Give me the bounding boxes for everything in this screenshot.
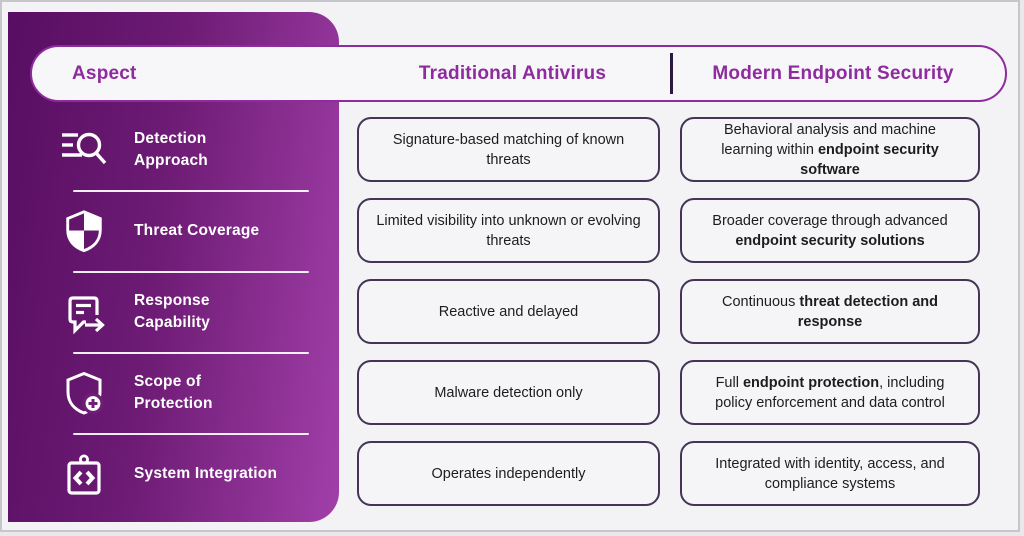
cell-modern-coverage: Broader coverage through advanced endpoi…: [680, 198, 980, 263]
sidebar-divider: [73, 271, 309, 273]
sidebar-item-response-capability: Response Capability: [60, 271, 315, 352]
cell-modern-response: Continuous threat detection and response: [680, 279, 980, 344]
cell-traditional-response: Reactive and delayed: [357, 279, 660, 344]
code-tag-icon: [60, 450, 108, 498]
cell-traditional-integration: Operates independently: [357, 441, 660, 506]
cell-modern-integration: Integrated with identity, access, and co…: [680, 441, 980, 506]
header-traditional-antivirus: Traditional Antivirus: [418, 62, 607, 84]
cell-traditional-detection: Signature-based matching of known threat…: [357, 117, 660, 182]
sidebar-divider: [73, 352, 309, 354]
sidebar-divider: [73, 190, 309, 192]
sidebar-item-system-integration: System Integration: [60, 433, 315, 514]
sidebar-item-label: System Integration: [134, 464, 278, 482]
header-pill: Aspect Traditional Antivirus Modern Endp…: [30, 45, 1007, 102]
sidebar-item-label: Threat Coverage: [134, 221, 260, 239]
sidebar-item-scope-of-protection: Scope of Protection: [60, 352, 315, 433]
shield-plus-icon: [60, 369, 108, 417]
cell-modern-detection: Behavioral analysis and machine learning…: [680, 117, 980, 182]
search-list-icon: [60, 126, 108, 174]
cell-traditional-coverage: Limited visibility into unknown or evolv…: [357, 198, 660, 263]
sidebar-item-threat-coverage: Threat Coverage: [60, 190, 315, 271]
checker-shield-icon: [60, 207, 108, 255]
header-aspect: Aspect: [72, 62, 137, 84]
header-divider: [670, 53, 673, 94]
message-arrow-icon: [60, 288, 108, 336]
sidebar-item-label: Scope of Protection: [134, 372, 213, 412]
sidebar-item-label: Detection Approach: [134, 129, 208, 169]
cell-traditional-scope: Malware detection only: [357, 360, 660, 425]
sidebar-item-detection-approach: Detection Approach: [60, 109, 315, 190]
cell-modern-scope: Full endpoint protection, including poli…: [680, 360, 980, 425]
sidebar-item-label: Response Capability: [134, 291, 211, 331]
sidebar-divider: [73, 433, 309, 435]
header-modern-endpoint-security: Modern Endpoint Security: [712, 62, 954, 84]
